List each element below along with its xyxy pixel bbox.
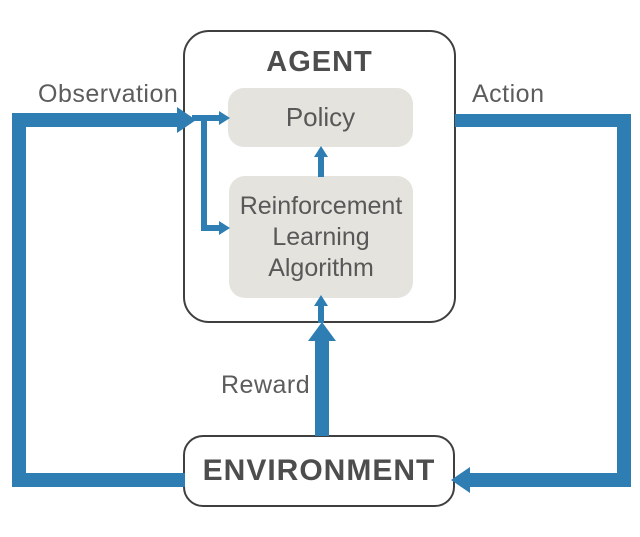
policy-label: Policy (285, 102, 356, 132)
rl-input-arrowhead-icon (219, 221, 230, 235)
environment-box: ENVIRONMENT (183, 435, 455, 507)
rl-to-policy-arrowhead-icon (314, 146, 328, 157)
rl-algorithm-label: Reinforcement Learning Algorithm (240, 191, 403, 284)
observation-arrowhead-icon (177, 107, 196, 133)
observation-line-left (12, 113, 26, 487)
rl-line-3: Algorithm (268, 253, 374, 282)
reward-line (315, 340, 329, 436)
rl-line-1: Reinforcement (239, 191, 403, 220)
agent-title: AGENT (266, 46, 373, 78)
reward-arrowhead-icon (308, 322, 336, 341)
rl-line-2: Learning (272, 222, 370, 251)
action-arrowhead-icon (451, 467, 470, 493)
reward-label: Reward (221, 371, 311, 399)
action-line-right (617, 114, 631, 487)
observation-line-top (12, 113, 178, 127)
observation-branch-vertical (201, 115, 207, 231)
policy-input-arrowhead-icon (219, 111, 230, 125)
action-line-top (455, 114, 631, 127)
observation-branch-to-rl (201, 225, 220, 231)
action-line-bottom (469, 473, 631, 487)
reward-inner-line (318, 305, 324, 323)
reinforcement-learning-algorithm-box: Reinforcement Learning Algorithm (229, 176, 413, 298)
observation-label: Observation (38, 80, 179, 108)
environment-title: ENVIRONMENT (202, 454, 436, 487)
policy-box: Policy (228, 88, 413, 147)
reward-inner-arrowhead-icon (314, 295, 328, 306)
observation-line-bottom (12, 473, 185, 487)
action-label: Action (472, 80, 545, 108)
rl-to-policy-line (318, 156, 324, 177)
